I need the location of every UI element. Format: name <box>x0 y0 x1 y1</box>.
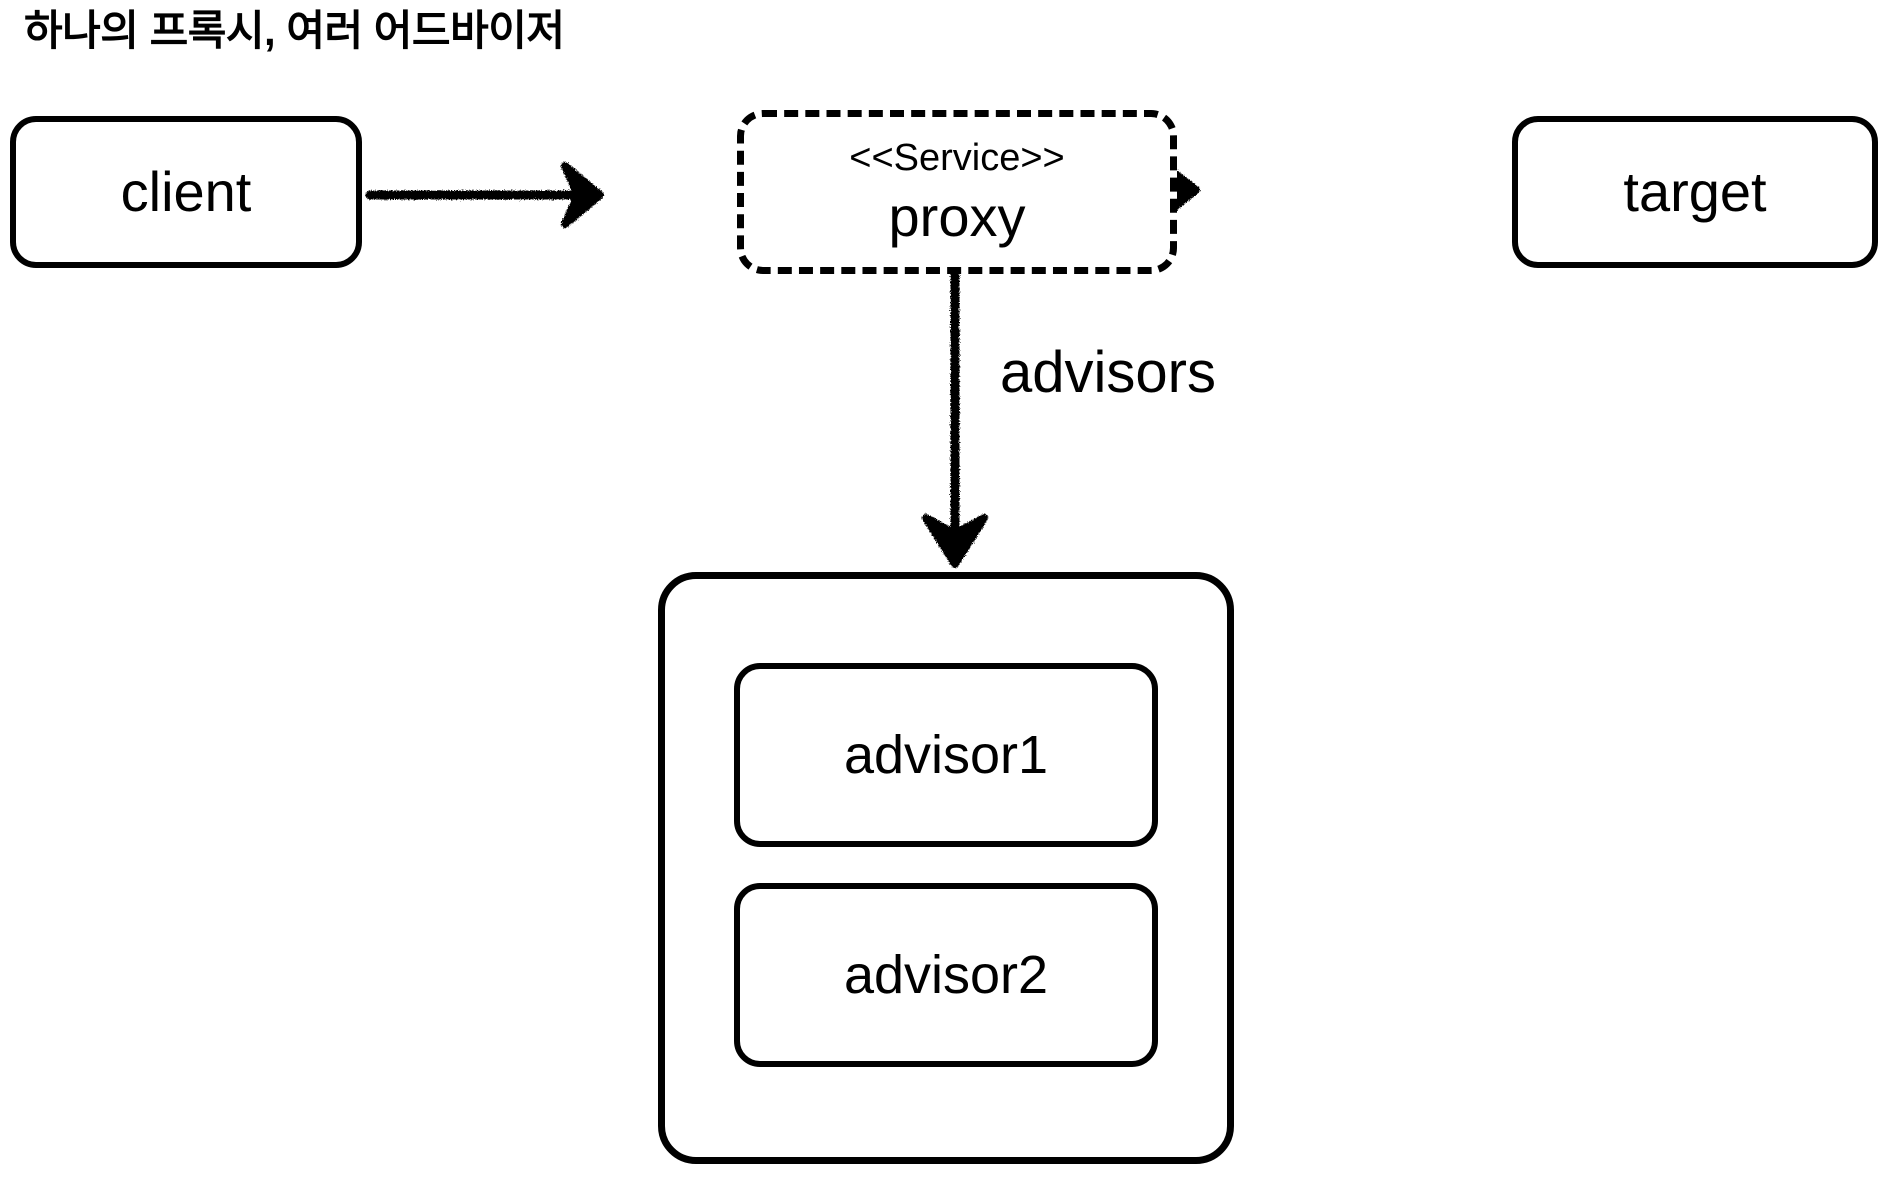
node-advisors-container[interactable]: advisor1 advisor2 <box>658 572 1234 1164</box>
node-advisor2[interactable]: advisor2 <box>734 883 1158 1067</box>
arrow-client-to-proxy <box>365 162 604 228</box>
page-title: 하나의 프록시, 여러 어드바이저 <box>24 7 565 54</box>
arrow-proxy-to-advisors <box>922 271 988 568</box>
edge-label-advisors: advisors <box>1000 340 1216 405</box>
node-advisor1-label: advisor1 <box>843 724 1049 785</box>
node-advisor2-label: advisor2 <box>843 944 1049 1005</box>
node-target[interactable]: target <box>1512 116 1878 268</box>
node-proxy-stereotype: <<Service>> <box>849 136 1065 179</box>
node-client-label: client <box>120 159 252 223</box>
node-target-label: target <box>1623 159 1767 223</box>
node-proxy-label: proxy <box>888 184 1026 248</box>
node-client[interactable]: client <box>10 116 362 268</box>
node-proxy[interactable]: <<Service>> proxy <box>737 110 1177 274</box>
node-advisor1[interactable]: advisor1 <box>734 663 1158 847</box>
